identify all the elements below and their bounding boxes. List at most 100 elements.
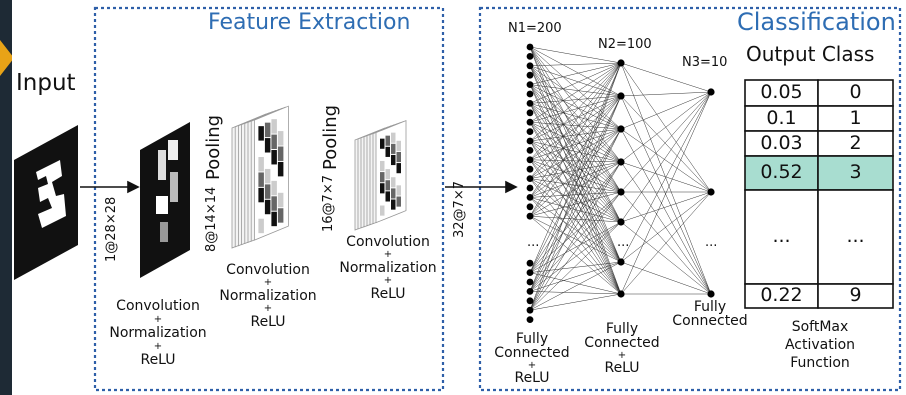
- table-cell-class: [817, 105, 894, 132]
- output-table-grid: [744, 79, 894, 309]
- fc-edge: [529, 95, 622, 292]
- fc-edge: [529, 128, 622, 292]
- feature-map-pixel: [385, 169, 390, 180]
- neuron-layer-1: [526, 203, 534, 211]
- neuron-layer-2: [617, 158, 625, 166]
- fc-edge: [620, 128, 712, 295]
- neuron-layer-2: [617, 218, 625, 226]
- ellipsis-layer-1: ...: [527, 235, 540, 250]
- fc-edge: [529, 161, 622, 217]
- feature-map-pixel: [277, 131, 284, 146]
- feature-map-pixel: [380, 183, 385, 194]
- fc-edge: [529, 65, 622, 97]
- fc-edge: [529, 46, 622, 130]
- neuron-layer-1: [526, 81, 534, 88]
- table-cell-class: [817, 283, 894, 309]
- fc-edge: [529, 128, 622, 198]
- feature-map-pixel: [380, 160, 385, 172]
- feature-map-pixel: [277, 161, 284, 177]
- fc-edge: [620, 191, 712, 223]
- fc-edge: [529, 84, 622, 97]
- fc-edge: [620, 91, 712, 163]
- feature-map-pixel: [271, 134, 277, 150]
- fc-edge: [529, 293, 622, 311]
- fc-edge: [529, 215, 622, 263]
- fc-edge: [529, 191, 622, 217]
- neuron-layer-3: [707, 188, 715, 196]
- table-output-value: 0.52: [760, 161, 803, 183]
- fc-edge: [529, 62, 622, 198]
- feature-map-pixel: [258, 218, 264, 234]
- feature-map-pixel: [385, 180, 390, 191]
- table-class-value: 1: [849, 106, 862, 129]
- feature-map-pixel: [380, 149, 385, 160]
- table-class-value: 0: [849, 81, 862, 103]
- neuron-layer-2: [617, 290, 625, 298]
- neuron-layer-1: [526, 128, 534, 136]
- feature-map-pixel: [396, 140, 401, 151]
- feature-map-pixel: [264, 168, 271, 184]
- fc-edge: [529, 46, 622, 263]
- neuron-layer-3: [707, 88, 715, 96]
- feature-map-pixel: [277, 208, 284, 223]
- neuron-layer-1: [526, 62, 534, 70]
- feature-map-pixel: [396, 163, 401, 174]
- feature-map-pixel: [396, 174, 401, 185]
- fc-edge: [529, 159, 622, 263]
- dimension-label-3: 16@7×7: [321, 175, 336, 232]
- neuron-layer-2: [617, 258, 625, 266]
- neuron-layer-1: [526, 259, 534, 267]
- feature-map-pixel: [264, 184, 271, 199]
- neuron-layer-1: [526, 53, 534, 60]
- conv-block-label-1: Convolution + Normalization + ReLU: [109, 298, 207, 368]
- fc-edge: [620, 128, 712, 193]
- fc-edge: [529, 62, 622, 217]
- neuron-layer-1: [526, 297, 534, 305]
- layer-n2-label: N2=100: [598, 37, 652, 52]
- feature-map-pixel: [391, 177, 396, 188]
- feature-map-pixel: [396, 185, 401, 196]
- ellipsis-layer-2: ...: [617, 235, 630, 250]
- fc-edge: [529, 197, 622, 295]
- fc-edge: [529, 122, 622, 263]
- neuron-layer-1: [526, 100, 534, 107]
- fc-edge: [620, 62, 712, 193]
- feature-map-pixel: [380, 194, 385, 205]
- feature-map-pixel: [271, 211, 277, 227]
- fc-edge: [529, 140, 622, 163]
- neuron-layer-2: [617, 125, 625, 133]
- table-cell-output: [744, 105, 819, 132]
- neuron-layer-1: [526, 156, 534, 164]
- feature-map-pixel: [380, 205, 385, 216]
- feature-map-pixel: [264, 153, 271, 168]
- fc-edge: [529, 103, 622, 130]
- feature-map-pixel: [385, 191, 390, 202]
- fc-edge: [529, 121, 622, 163]
- fc-edge: [529, 261, 622, 311]
- neuron-layer-1: [526, 278, 534, 286]
- neuron-layer-1: [526, 184, 534, 192]
- neuron-layer-1: [526, 306, 534, 314]
- feature-map-pixel: [271, 150, 277, 165]
- table-cell-class: [817, 130, 894, 157]
- fc-edge: [529, 216, 622, 295]
- feature-extraction-box: [93, 6, 445, 392]
- fc-edge: [529, 128, 622, 161]
- fc-edge: [620, 95, 712, 193]
- fc-edge: [529, 95, 622, 311]
- pooling-label-1: Pooling: [203, 114, 224, 180]
- feature-map-pixel: [385, 135, 390, 146]
- neuron-layer-1: [526, 165, 534, 173]
- feature-map-pixel: [391, 199, 396, 210]
- feature-extraction-title: Feature Extraction: [208, 10, 411, 35]
- fc-edge: [529, 272, 622, 295]
- table-output-value: 0.1: [766, 106, 797, 129]
- orange-chevron-icon: [0, 40, 14, 76]
- table-class-value: ...: [846, 225, 865, 247]
- fc-edge: [529, 103, 622, 295]
- fc-edge: [529, 62, 622, 179]
- feature-map-pixel: [277, 192, 284, 208]
- fc-edge: [529, 65, 622, 130]
- fc-edge: [529, 95, 622, 123]
- neuron-layer-1: [526, 118, 534, 126]
